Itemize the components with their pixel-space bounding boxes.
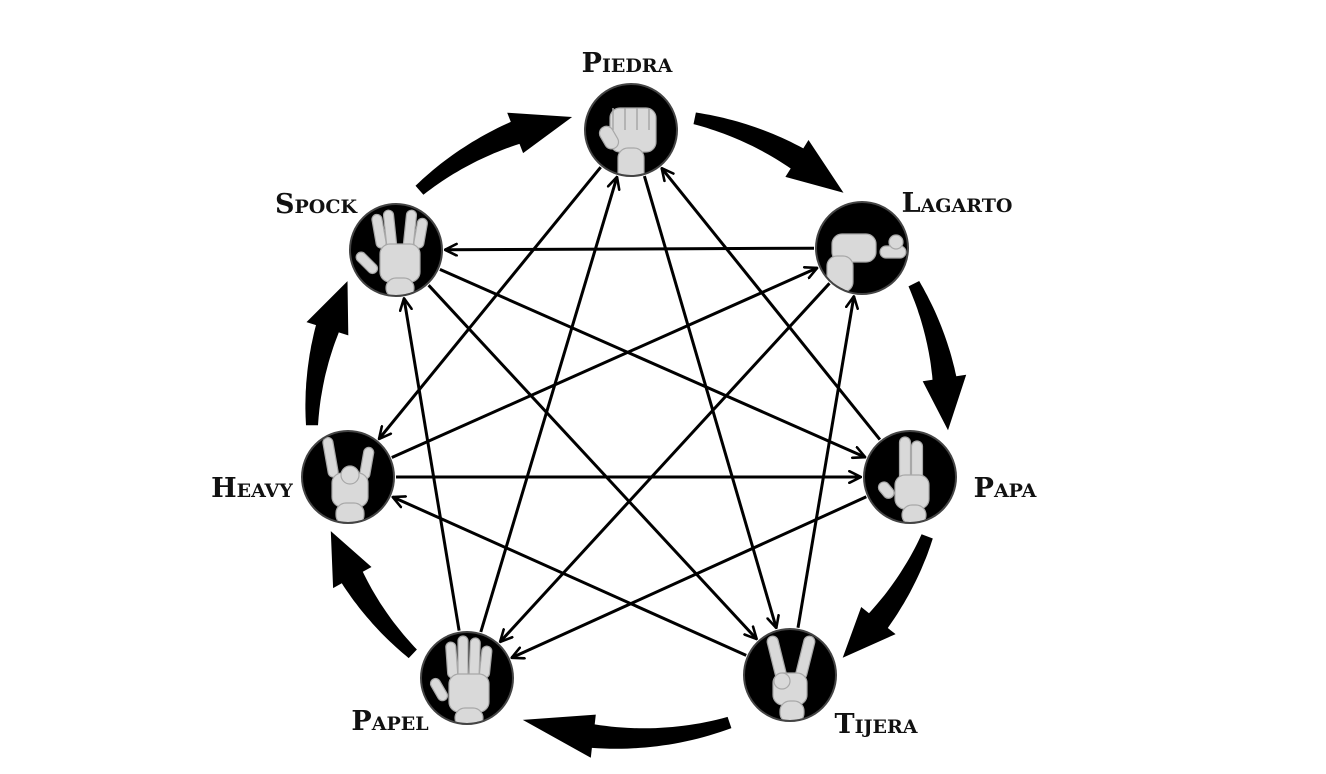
cycle-arrows	[305, 112, 967, 758]
label-piedra: Piedra	[582, 48, 673, 79]
v-sign-icon	[766, 635, 816, 720]
chord-arrow-papel-to-piedra	[479, 177, 617, 633]
node-lagarto	[815, 201, 909, 295]
chord-arrow-papa-to-piedra	[662, 168, 882, 441]
node-heavy	[301, 430, 395, 524]
cycle-arrow-heavy-to-spock	[305, 281, 349, 426]
chord-arrow-piedra-to-heavy	[379, 166, 602, 439]
chord-arrow-lagarto-to-spock	[445, 248, 815, 250]
chord-arrow-tijera-to-heavy	[393, 497, 747, 657]
chord-arrow-spock-to-papa	[439, 268, 865, 457]
blessing-hand-icon	[877, 436, 930, 522]
label-lagarto: Lagarto	[902, 188, 1013, 219]
label-papa: Papa	[974, 473, 1037, 504]
gesture-nodes	[301, 83, 957, 725]
chord-arrow-papa-to-papel	[512, 495, 867, 658]
cycle-arrow-lagarto-to-papa	[908, 281, 967, 431]
node-spock	[349, 203, 443, 297]
chord-arrow-heavy-to-lagarto	[391, 268, 817, 459]
cycle-arrow-spock-to-piedra	[415, 112, 573, 195]
label-heavy: Heavy	[211, 473, 293, 504]
chord-arrow-spock-to-tijera	[427, 284, 757, 639]
chord-arrow-tijera-to-lagarto	[796, 296, 854, 628]
vulcan-salute-icon	[355, 209, 428, 295]
cycle-arrow-papa-to-tijera	[842, 534, 933, 658]
label-papel: Papel	[351, 706, 428, 737]
label-spock: Spock	[275, 189, 358, 220]
label-tijera: Tijera	[835, 709, 918, 740]
open-palm-icon	[429, 635, 493, 723]
cycle-arrow-piedra-to-lagarto	[693, 112, 844, 193]
cycle-arrow-tijera-to-papel	[522, 714, 732, 758]
chord-arrows	[379, 166, 882, 658]
node-piedra	[584, 83, 678, 177]
node-papel	[420, 631, 514, 725]
chord-arrow-papel-to-spock	[404, 298, 461, 631]
fist-icon	[598, 107, 657, 175]
chord-arrow-lagarto-to-papel	[500, 282, 831, 642]
cycle-arrow-papel-to-heavy	[330, 531, 417, 659]
chord-arrow-piedra-to-tijera	[642, 175, 776, 628]
node-tijera	[743, 628, 837, 722]
node-papa	[863, 430, 957, 524]
horns-hand-icon	[322, 436, 375, 522]
